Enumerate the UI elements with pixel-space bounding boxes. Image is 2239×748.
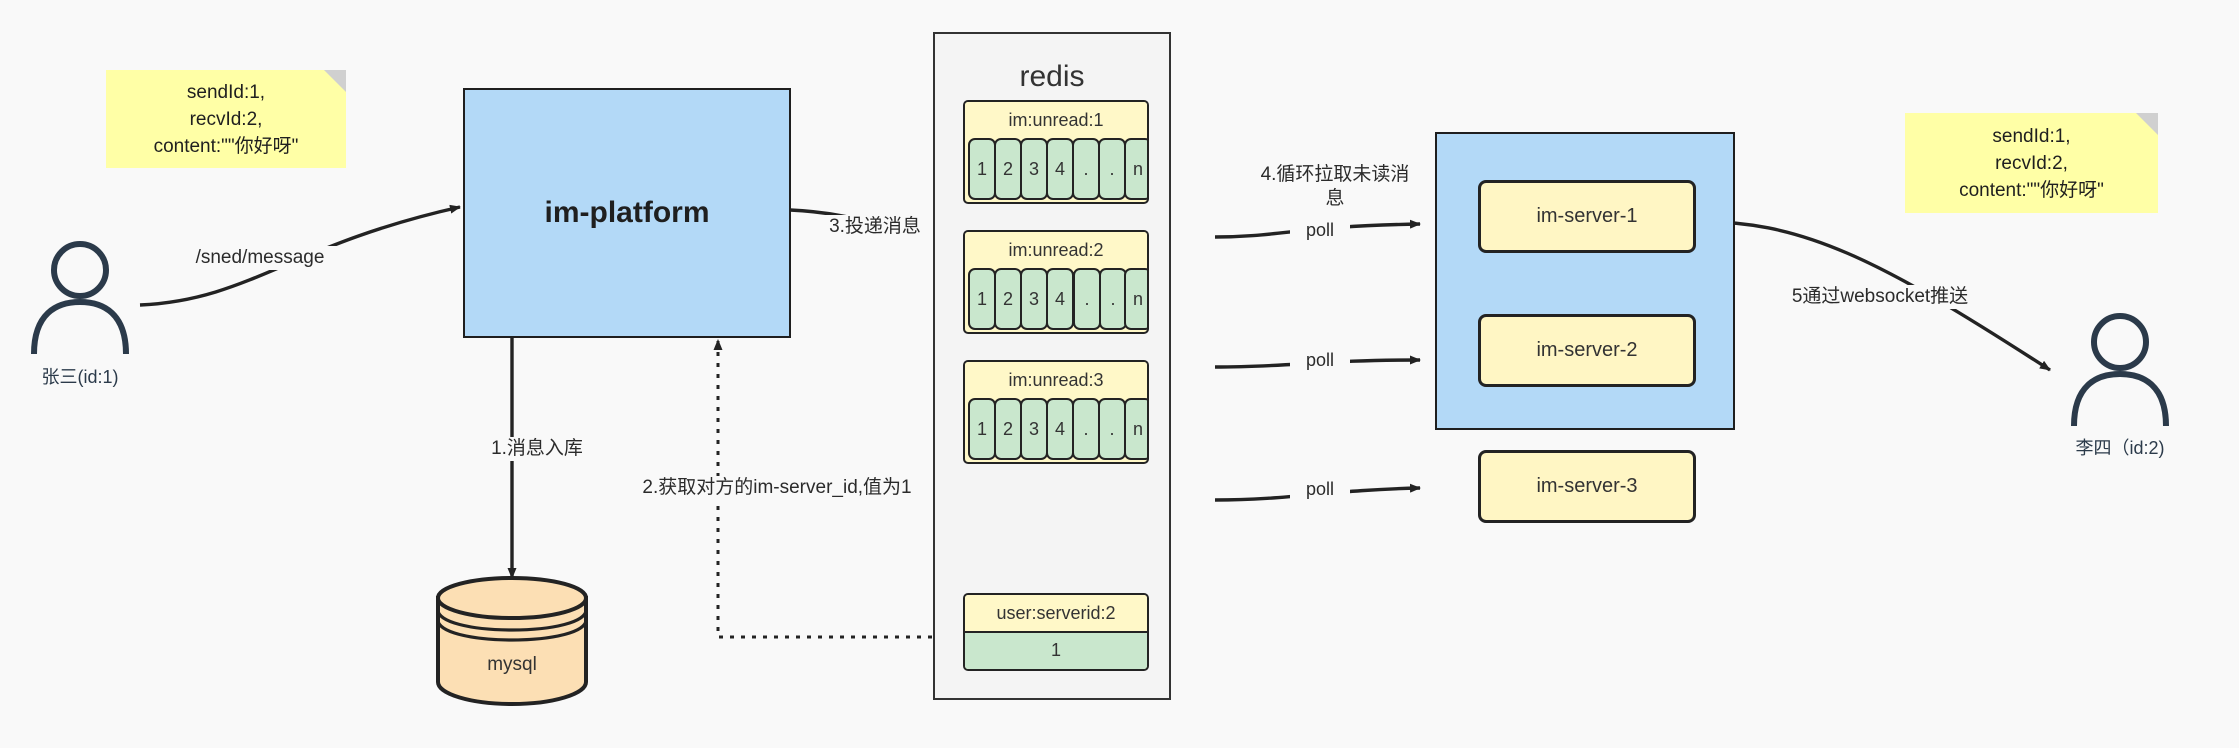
- redis-key-name: user:serverid:2: [965, 595, 1147, 631]
- node-mysql-label: mysql: [487, 654, 537, 675]
- note-fold-icon: [324, 70, 346, 92]
- note-left: sendId:1, recvId:2, content:""你好呀": [106, 70, 346, 168]
- node-im-server-3-label: im-server-3: [1536, 475, 1638, 497]
- user-icon: [2071, 313, 2169, 427]
- redis-key-user-serverid[interactable]: user:serverid:2 1: [963, 593, 1149, 671]
- redis-key-im-unread-3[interactable]: im:unread:3 1 2 3 4 . . n: [963, 360, 1149, 464]
- node-redis-label: redis: [1019, 60, 1085, 93]
- redis-key-cells: 1 2 3 4 . . n: [965, 268, 1147, 330]
- edge-label-poll-2: poll: [1290, 348, 1350, 372]
- redis-cell: 4: [1046, 398, 1074, 460]
- edge-label-step1: 1.消息入库: [455, 437, 619, 461]
- edge-label-send-message: /sned/message: [163, 246, 357, 270]
- redis-key-name: im:unread:3: [965, 362, 1147, 398]
- redis-key-cells: 1 2 3 4 . . n: [965, 398, 1147, 460]
- user-icon: [31, 241, 129, 355]
- redis-cell: 1: [968, 268, 996, 330]
- redis-key-value: 1: [965, 631, 1147, 669]
- node-mysql[interactable]: mysql: [432, 572, 592, 708]
- edge-label-poll-3: poll: [1290, 477, 1350, 501]
- redis-cell: 1: [968, 398, 996, 460]
- note-fold-icon: [2136, 113, 2158, 135]
- redis-cell: 2: [994, 268, 1022, 330]
- node-im-server-2[interactable]: im-server-2: [1478, 314, 1696, 387]
- edge-label-step5: 5通过websocket推送: [1748, 285, 2012, 309]
- redis-cell: n: [1124, 398, 1147, 460]
- edge-label-step2: 2.获取对方的im-server_id,值为1: [575, 476, 979, 500]
- redis-cell: .: [1072, 398, 1100, 460]
- redis-key-im-unread-2[interactable]: im:unread:2 1 2 3 4 . . n: [963, 230, 1149, 334]
- node-im-server-3[interactable]: im-server-3: [1478, 450, 1696, 523]
- redis-cell: 3: [1020, 138, 1048, 200]
- node-im-platform-label: im-platform: [544, 196, 710, 229]
- redis-key-cells: 1 2 3 4 . . n: [965, 138, 1147, 200]
- node-im-platform[interactable]: im-platform: [463, 88, 791, 338]
- actor-sender: [20, 238, 140, 356]
- edge-label-poll-1: poll: [1290, 218, 1350, 242]
- database-cylinder-icon: [436, 576, 588, 707]
- redis-cell: .: [1098, 138, 1126, 200]
- redis-cell: 4: [1046, 138, 1074, 200]
- actor-sender-label: 张三(id:1): [41, 367, 119, 387]
- node-im-server-2-label: im-server-2: [1536, 339, 1638, 361]
- redis-cell: .: [1098, 398, 1126, 460]
- redis-key-name: im:unread:1: [965, 102, 1147, 138]
- redis-cell: 2: [994, 398, 1022, 460]
- edge-label-step3: 3.投递消息: [808, 215, 942, 239]
- node-im-server-1-label: im-server-1: [1536, 205, 1638, 227]
- redis-cell: 1: [968, 138, 996, 200]
- actor-receiver: [2060, 310, 2180, 428]
- redis-cell: 3: [1020, 398, 1048, 460]
- edge-label-step4: 4.循环拉取未读消 息: [1248, 163, 1422, 211]
- redis-cell: 2: [994, 138, 1022, 200]
- redis-cell: n: [1124, 138, 1147, 200]
- redis-key-name: im:unread:2: [965, 232, 1147, 268]
- redis-cell: 4: [1046, 268, 1074, 330]
- note-right: sendId:1, recvId:2, content:""你好呀": [1905, 113, 2158, 213]
- redis-cell: 3: [1020, 268, 1048, 330]
- redis-cell: .: [1072, 138, 1100, 200]
- node-im-server-1[interactable]: im-server-1: [1478, 180, 1696, 253]
- redis-cell: n: [1124, 268, 1147, 330]
- redis-cell: .: [1073, 268, 1101, 330]
- redis-cell: .: [1099, 268, 1127, 330]
- actor-receiver-label: 李四（id:2): [2075, 438, 2165, 458]
- redis-key-im-unread-1[interactable]: im:unread:1 1 2 3 4 . . n: [963, 100, 1149, 204]
